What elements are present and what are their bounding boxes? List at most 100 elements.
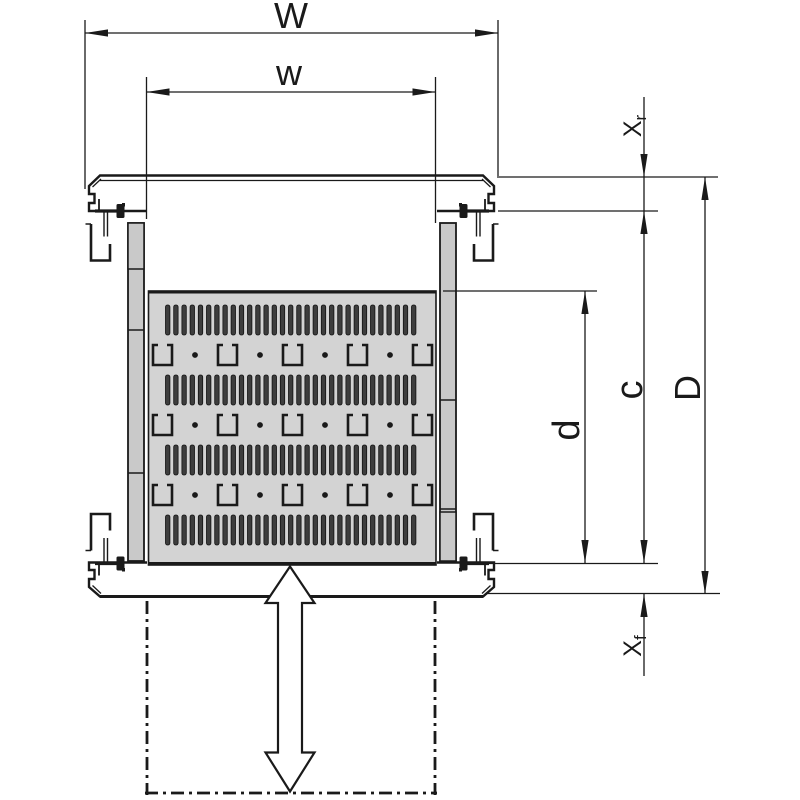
pilot-hole-dot: [387, 422, 393, 428]
vent-slot: [411, 304, 417, 336]
pilot-hole-dot: [257, 352, 263, 358]
pilot-hole-dot: [192, 352, 198, 358]
vent-slot: [320, 514, 327, 546]
cable-tie-clip: [281, 413, 304, 437]
vent-slot: [206, 514, 212, 546]
vent-slot: [279, 304, 286, 336]
vent-slot: [296, 444, 302, 476]
vent-slot: [288, 444, 294, 476]
cable-tie-clip: [281, 343, 304, 367]
vent-slot: [304, 304, 310, 336]
slide-rails: [127, 222, 457, 562]
dimension-W: W: [84, 0, 499, 189]
rear-frame-contour: [87, 174, 496, 213]
mounting-screw-top-right: [459, 199, 489, 218]
cable-tie-clip: [346, 343, 369, 367]
vent-slot: [197, 374, 204, 406]
vent-slot: [296, 304, 302, 336]
cable-tie-clip: [411, 343, 434, 367]
vent-slot: [263, 444, 269, 476]
vent-slot: [312, 444, 318, 476]
corner-bracket-top-left: [89, 224, 112, 262]
vent-slot: [271, 514, 277, 546]
rail-segment-left: [127, 222, 145, 270]
vent-slot: [320, 444, 327, 476]
vent-slot: [247, 374, 253, 406]
vent-slot: [222, 304, 228, 336]
vent-slot: [411, 444, 417, 476]
vent-slot: [353, 514, 359, 546]
vent-slot: [181, 304, 187, 336]
vent-slot: [296, 374, 302, 406]
chamfer-detail: [481, 178, 491, 188]
corner-bracket-bottom-right: [472, 512, 495, 551]
arrowhead: [640, 211, 648, 234]
mounting-screw-bottom-left: [95, 556, 125, 576]
pilot-hole-dot: [322, 352, 328, 358]
cable-tie-clip: [216, 413, 239, 437]
pilot-hole-dot: [387, 352, 393, 358]
mounting-screw-bottom-right: [459, 556, 489, 576]
vent-slot: [337, 514, 343, 546]
vent-slot: [304, 514, 310, 546]
slide-rail-right: [439, 222, 457, 562]
cable-tie-clip: [216, 483, 239, 507]
chamfer-detail: [92, 178, 102, 188]
vent-slot: [402, 304, 409, 336]
vent-slot: [214, 304, 220, 336]
pilot-hole-dot: [192, 422, 198, 428]
cable-tie-clip: [151, 483, 174, 507]
vent-slot: [197, 444, 204, 476]
vent-slot: [189, 374, 195, 406]
vent-slot: [402, 374, 409, 406]
pilot-hole-dot: [192, 492, 198, 498]
pilot-hole-dot: [322, 422, 328, 428]
vent-slot: [238, 304, 245, 336]
dimension-D: D: [667, 177, 709, 594]
arrowhead: [640, 154, 648, 177]
vent-slot: [238, 444, 245, 476]
vent-slot: [181, 444, 187, 476]
dim-label-c: c: [609, 381, 651, 400]
vent-slot: [329, 444, 335, 476]
vent-slot: [173, 374, 179, 406]
arrowhead: [146, 88, 170, 96]
vent-slot: [361, 374, 368, 406]
vent-slot: [238, 514, 245, 546]
vent-slot: [394, 304, 400, 336]
rail-segment-right: [439, 511, 457, 562]
vent-slot: [361, 444, 368, 476]
vent-slot: [197, 304, 204, 336]
vent-slot: [181, 374, 187, 406]
cable-tie-clip: [411, 413, 434, 437]
bracket-sheet-lines: [103, 212, 481, 563]
vent-slot: [263, 374, 269, 406]
arrowhead: [85, 29, 108, 37]
cable-tie-clip: [151, 413, 174, 437]
corner-hardware: [85, 199, 499, 576]
dim-label-W: W: [274, 0, 308, 36]
vent-slot: [255, 374, 261, 406]
vent-slot: [222, 444, 228, 476]
arrowhead: [701, 177, 709, 200]
vent-slot: [345, 374, 351, 406]
arrowhead: [640, 540, 648, 563]
vent-slot: [165, 374, 171, 406]
dim-label-w: w: [275, 52, 303, 93]
vent-slot: [206, 444, 212, 476]
vent-slot: [361, 514, 368, 546]
vent-slot: [263, 304, 269, 336]
vent-slot: [370, 444, 376, 476]
vent-slot: [329, 304, 335, 336]
vent-slot: [386, 374, 392, 406]
vent-slot: [247, 514, 253, 546]
vent-slot: [353, 374, 359, 406]
vent-slot: [173, 444, 179, 476]
depth-extension-lines: [443, 176, 720, 595]
vent-slot: [394, 444, 400, 476]
vent-slot: [189, 304, 195, 336]
vent-slot: [279, 374, 286, 406]
vent-slot: [411, 514, 417, 546]
cable-tie-clip: [346, 413, 369, 437]
